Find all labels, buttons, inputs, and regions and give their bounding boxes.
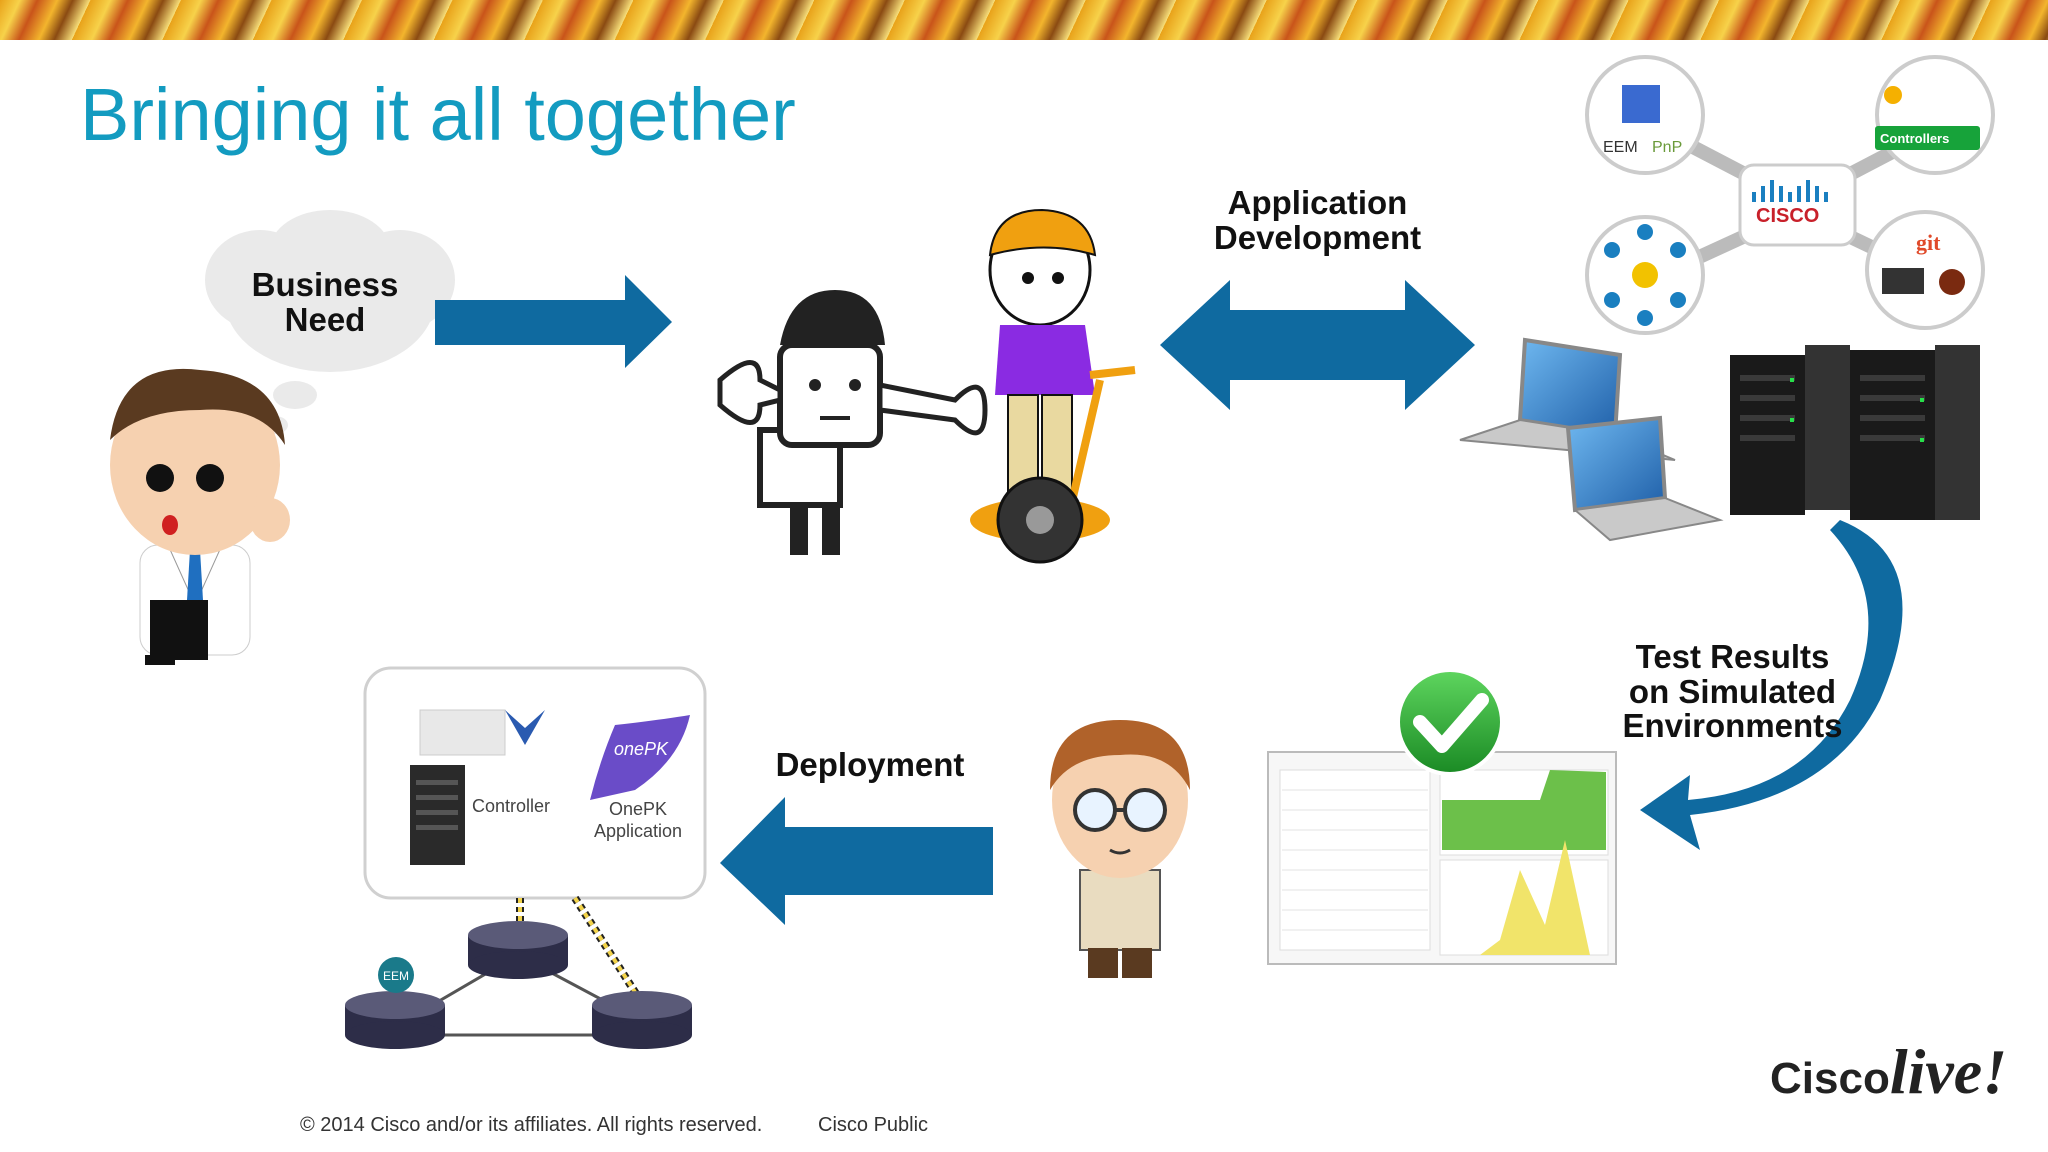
deployment-box [363, 666, 707, 900]
test-results-screenshot [1267, 751, 1617, 965]
link-line [573, 896, 642, 1002]
arrow-curved-test [1640, 520, 1903, 850]
eem-label: EEM [1603, 139, 1638, 156]
onepk-app-label-2: Application [594, 821, 682, 841]
router-icon [592, 991, 692, 1049]
git-label: git [1916, 230, 1941, 255]
segway-rider-icon [970, 208, 1136, 564]
deployment-label: Deployment [775, 746, 965, 783]
slide-title: Bringing it all together [80, 73, 796, 156]
controller-label: Controller [472, 796, 550, 816]
server-racks-icon [1730, 345, 1980, 520]
laptops-icon [1459, 337, 1724, 542]
router-icon [468, 921, 568, 979]
live-logo-text: live! [1889, 1036, 2008, 1107]
cisco-label: CISCO [1756, 205, 1819, 227]
thought-cloud [205, 210, 455, 434]
copyright-text: © 2014 Cisco and/or its affiliates. All … [300, 1114, 763, 1136]
eem-badge-label: EEM [383, 969, 409, 983]
onepk-app-label-1: OnePK [609, 799, 667, 819]
arrow-left-deployment [720, 797, 993, 925]
wrench-character-icon [717, 290, 988, 555]
controllers-label: Controllers [1880, 131, 1949, 146]
header-banner [0, 0, 2048, 40]
tools-cluster [1585, 55, 1995, 335]
arrow-double-app-dev [1160, 280, 1475, 410]
classification-text: Cisco Public [818, 1114, 929, 1136]
business-person-icon [110, 368, 290, 665]
cisco-logo-text: Cisco [1770, 1054, 1890, 1103]
pnp-label: PnP [1652, 139, 1682, 156]
arrow-right-need [435, 275, 672, 368]
check-mark-icon [1396, 668, 1504, 776]
onepk-logo-text: onePK [614, 739, 669, 759]
router-icon [345, 991, 445, 1049]
glasses-character-icon [1050, 720, 1190, 978]
network-topology [345, 921, 692, 1049]
test-results-label: Test Results on Simulated Environments [1622, 638, 1843, 745]
business-need-label: Business Need [251, 266, 399, 338]
application-development-label: Application Development [1213, 184, 1422, 256]
cisco-live-logo: Ciscolive! [1770, 1035, 2007, 1109]
